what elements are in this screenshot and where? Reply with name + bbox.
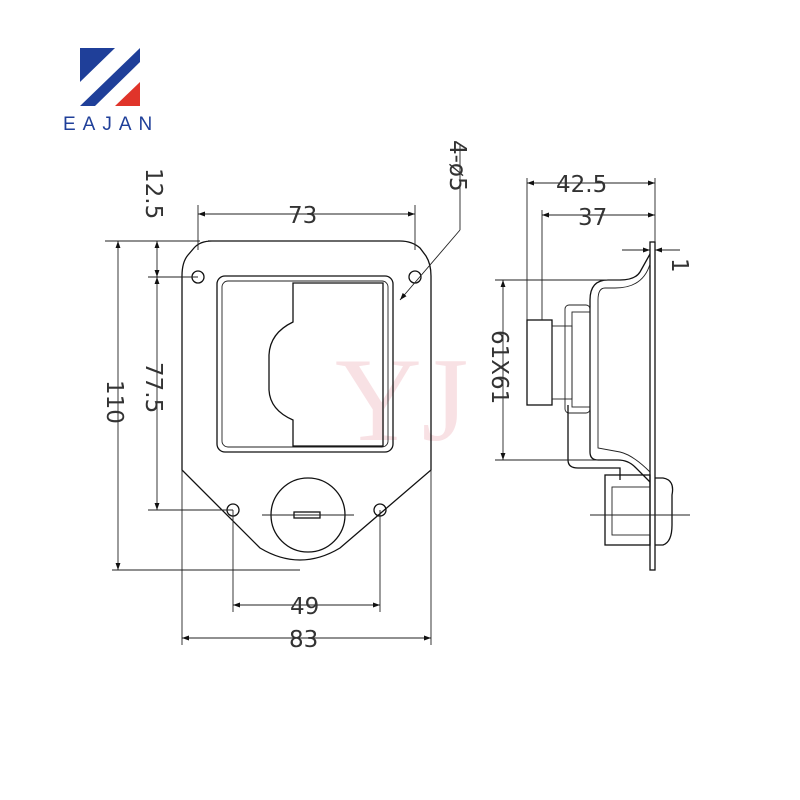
handle-recess-inner — [221, 280, 389, 448]
logo-red-icon — [115, 82, 140, 106]
brand-logo: EAJAN — [63, 48, 159, 135]
front-view — [181, 240, 432, 561]
side-view — [526, 241, 690, 571]
logo-blue-lower-icon — [80, 48, 140, 106]
side-body-inner — [597, 263, 651, 473]
dim-hole-callout: 4-ø5 — [444, 140, 470, 192]
dim-hole-spacing-v: 77.5 — [140, 362, 166, 413]
dim-cutout: 61X61 — [486, 330, 512, 404]
logo-blue-upper-icon — [80, 48, 115, 82]
dim-depth-total: 42.5 — [556, 172, 607, 198]
dim-plate-thickness: 1 — [666, 258, 692, 273]
dim-top-width: 73 — [288, 203, 317, 229]
flange-outline — [181, 240, 432, 561]
watermark: YJ — [335, 333, 468, 466]
side-flange — [649, 241, 656, 571]
paddle-handle — [268, 282, 384, 447]
side-dimensions: 42.5 37 1 61X61 — [486, 172, 692, 461]
side-latch-bracket — [567, 405, 621, 480]
dim-depth-body: 37 — [578, 205, 607, 231]
front-dimensions: 73 12.5 77.5 110 49 83 4-ø5 — [101, 140, 470, 653]
dim-overall-width: 83 — [289, 627, 318, 653]
side-lock-cap — [655, 477, 674, 546]
side-paddle — [526, 319, 553, 406]
dim-overall-height: 110 — [101, 380, 127, 424]
handle-recess-outer — [216, 275, 394, 453]
brand-name: EAJAN — [63, 114, 159, 135]
dim-top-margin: 12.5 — [140, 168, 166, 219]
dim-bottom-hole-spacing: 49 — [290, 594, 319, 620]
